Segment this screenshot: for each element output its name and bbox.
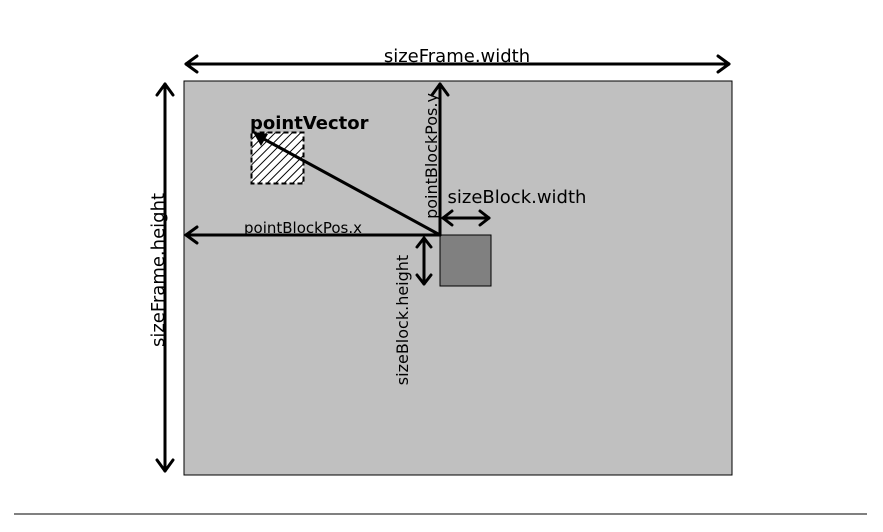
block-pos-x-label: pointBlockPos.x — [244, 219, 362, 237]
block-pos-x-arrow — [184, 225, 442, 245]
block-width-label: sizeBlock.width — [448, 187, 587, 208]
point-vector-label: pointVector — [250, 113, 369, 134]
block-height-arrow — [415, 236, 433, 286]
block-pos-y-label: pointBlockPos.y — [422, 93, 441, 219]
block-pos-y-arrow — [430, 82, 450, 237]
frame-width-arrow — [184, 54, 731, 74]
block-rectangle — [439, 234, 492, 287]
frame-width-label: sizeFrame.width — [384, 46, 530, 67]
point-vector-arrow — [253, 132, 442, 237]
block-width-arrow — [441, 209, 491, 227]
block-height-label: sizeBlock.height — [393, 255, 412, 385]
frame-height-label: sizeFrame.height — [148, 193, 169, 347]
frame-height-arrow — [155, 82, 175, 473]
